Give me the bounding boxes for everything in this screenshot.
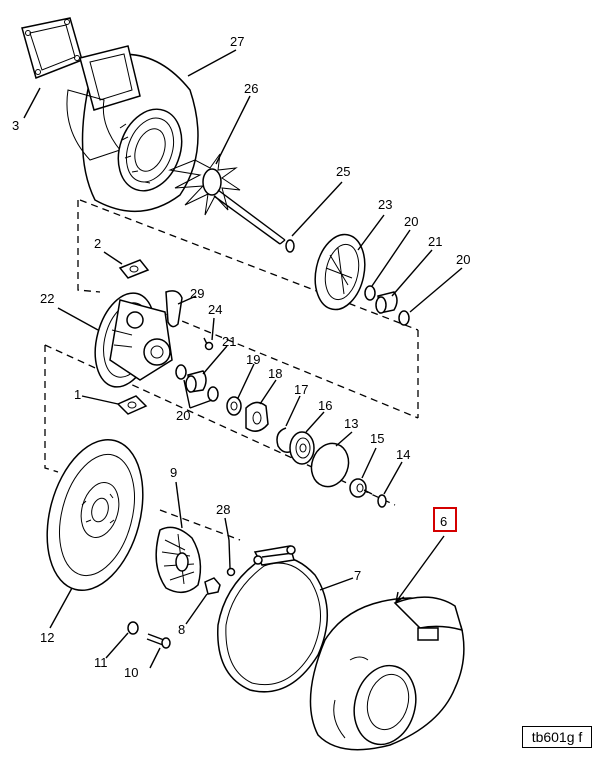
oil-seal-insert-part-16 bbox=[289, 431, 315, 465]
label-part-22: 22 bbox=[40, 291, 54, 306]
wheel-nut-part-8 bbox=[204, 577, 221, 595]
label-part-7: 7 bbox=[354, 568, 361, 583]
label-part-24: 24 bbox=[208, 302, 222, 317]
retaining-ring-part-20-right bbox=[398, 310, 410, 326]
label-part-20-top: 20 bbox=[404, 214, 418, 229]
screw-part-28 bbox=[226, 539, 236, 577]
piston-ring-part-14 bbox=[377, 494, 387, 508]
label-part-21-lower: 21 bbox=[222, 334, 236, 349]
leader-lines bbox=[23, 49, 463, 669]
label-part-25: 25 bbox=[336, 164, 350, 179]
label-part-27: 27 bbox=[230, 34, 244, 49]
bearing-housing-part-22 bbox=[94, 292, 173, 388]
gasket-part-3 bbox=[21, 17, 83, 80]
label-part-20-lower: 20 bbox=[176, 408, 190, 423]
label-part-21-top: 21 bbox=[428, 234, 442, 249]
label-part-19: 19 bbox=[246, 352, 260, 367]
drawing-code-box: tb601g f bbox=[522, 726, 592, 748]
label-part-13: 13 bbox=[344, 416, 358, 431]
label-part-18: 18 bbox=[268, 366, 282, 381]
label-part-15: 15 bbox=[370, 431, 384, 446]
label-part-29: 29 bbox=[190, 286, 204, 301]
oil-flinger-part-15 bbox=[349, 478, 373, 498]
gasket-part-1 bbox=[116, 395, 148, 415]
gasket-part-2 bbox=[118, 259, 150, 279]
label-part-3: 3 bbox=[12, 118, 19, 133]
capscrew-part-24 bbox=[203, 337, 214, 351]
label-part-9: 9 bbox=[170, 465, 177, 480]
turbine-housing-part-27 bbox=[66, 45, 199, 212]
thrust-ring-part-19 bbox=[226, 396, 242, 416]
retaining-ring-part-20-lower-a bbox=[175, 364, 187, 380]
part-number-labels: 27 3 26 25 23 20 21 20 2 22 29 24 21 19 … bbox=[12, 34, 470, 680]
highlighted-part-callout-box bbox=[433, 507, 457, 532]
label-part-28: 28 bbox=[216, 502, 230, 517]
label-part-6: 6 bbox=[440, 514, 447, 529]
label-part-10: 10 bbox=[124, 665, 138, 680]
thrust-bearing-part-18 bbox=[245, 401, 269, 432]
compressor-backplate-part-12 bbox=[46, 438, 144, 592]
compressor-wheel-part-9 bbox=[155, 526, 202, 594]
bearing-part-21-lower bbox=[185, 370, 207, 393]
compressor-housing-part-6 bbox=[309, 596, 465, 751]
label-part-8: 8 bbox=[178, 622, 185, 637]
capscrew-part-10 bbox=[146, 633, 171, 649]
label-part-2: 2 bbox=[94, 236, 101, 251]
piston-ring-part-25 bbox=[285, 239, 295, 253]
washer-part-11 bbox=[127, 621, 139, 635]
thrust-plate-part-29 bbox=[165, 290, 183, 328]
label-part-1: 1 bbox=[74, 387, 81, 402]
bearing-part-21-upper bbox=[375, 291, 398, 314]
label-part-12: 12 bbox=[40, 630, 54, 645]
retaining-ring-part-20-lower-b bbox=[207, 386, 219, 402]
label-part-17: 17 bbox=[294, 382, 308, 397]
label-part-11: 11 bbox=[94, 655, 108, 670]
turbine-wheel-shaft-part-26 bbox=[168, 153, 286, 245]
label-part-20-right: 20 bbox=[456, 252, 470, 267]
thrust-collar-part-23 bbox=[314, 233, 366, 311]
retaining-ring-part-20-upper bbox=[364, 285, 376, 301]
label-part-26: 26 bbox=[244, 81, 258, 96]
label-part-14: 14 bbox=[396, 447, 410, 462]
label-part-16: 16 bbox=[318, 398, 332, 413]
label-part-23: 23 bbox=[378, 197, 392, 212]
v-band-clamp-part-7 bbox=[217, 545, 328, 693]
